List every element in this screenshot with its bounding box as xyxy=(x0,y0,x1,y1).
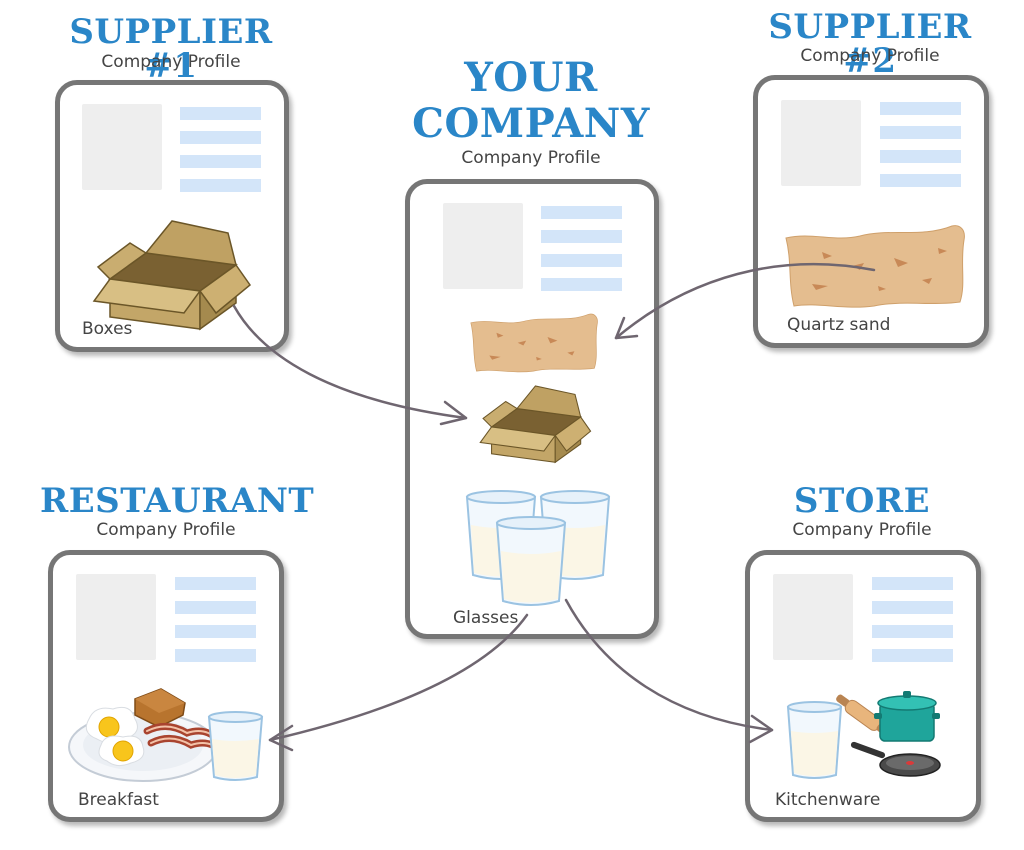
profile-text-placeholder xyxy=(880,102,961,188)
profile-text-placeholder xyxy=(541,206,622,292)
profile-text-placeholder xyxy=(872,577,953,663)
your-company-title-line2: COMPANY xyxy=(412,100,650,147)
breakfast-plate-icon xyxy=(68,688,264,782)
profile-text-placeholder xyxy=(175,577,256,663)
profile-image-placeholder xyxy=(781,100,861,186)
profile-image-placeholder xyxy=(773,574,853,660)
supplier1-profile-label: Company Profile xyxy=(101,52,241,72)
arrow-glasses-to-store xyxy=(564,598,774,732)
store-profile-card[interactable]: Kitchenware xyxy=(745,550,981,822)
arrow-sand-to-your-company xyxy=(614,262,876,340)
arrow-boxes-to-your-company xyxy=(232,304,468,420)
restaurant-profile-card[interactable]: Breakfast xyxy=(48,550,284,822)
quartz-sand-icon xyxy=(785,225,965,308)
restaurant-item-label: Breakfast xyxy=(78,790,159,810)
profile-text-placeholder xyxy=(180,107,261,193)
arrow-glasses-to-restaurant xyxy=(268,613,529,742)
supplier2-item-label: Quartz sand xyxy=(787,315,891,335)
milk-glasses-icon xyxy=(465,490,611,606)
kitchenware-icon xyxy=(786,691,941,779)
restaurant-title: RESTAURANT xyxy=(40,481,315,521)
supplier1-title: SUPPLIER #1 xyxy=(69,12,273,86)
store-item-label: Kitchenware xyxy=(775,790,881,810)
your-company-profile-label: Company Profile xyxy=(461,148,601,168)
restaurant-profile-label: Company Profile xyxy=(96,520,236,540)
supplier2-profile-label: Company Profile xyxy=(800,46,940,66)
supplier2-title: SUPPLIER #2 xyxy=(768,7,972,81)
supplier1-profile-card[interactable]: Boxes xyxy=(55,80,289,352)
supplier2-profile-card[interactable]: Quartz sand xyxy=(753,75,989,348)
store-title: STORE xyxy=(793,481,931,521)
your-company-item-label: Glasses xyxy=(453,608,519,628)
quartz-sand-icon xyxy=(470,313,598,373)
cardboard-box-icon xyxy=(92,220,252,331)
supplier1-item-label: Boxes xyxy=(82,319,133,339)
cardboard-box-icon xyxy=(479,385,592,464)
profile-image-placeholder xyxy=(76,574,156,660)
store-profile-label: Company Profile xyxy=(792,520,932,540)
your-company-title-line1: YOUR xyxy=(464,54,598,101)
profile-image-placeholder xyxy=(82,104,162,190)
profile-image-placeholder xyxy=(443,203,523,289)
